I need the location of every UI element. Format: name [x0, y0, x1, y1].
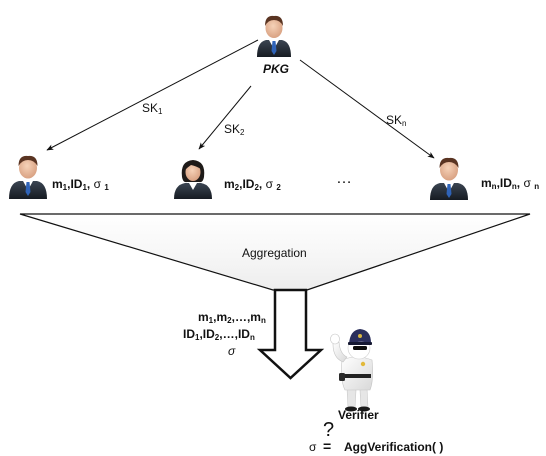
- key-label-2: SK2: [224, 122, 245, 137]
- aggregate-ids: ID1,ID2,…,IDn: [183, 327, 255, 342]
- key-label-n: SKn: [386, 113, 407, 128]
- users-ellipsis: …: [336, 170, 352, 187]
- verification-question-mark: ?: [323, 419, 335, 441]
- verification-equals: =: [323, 438, 332, 454]
- verifier-label: Verifier: [338, 408, 379, 422]
- verifier-police-icon: [330, 329, 373, 412]
- verification-sigma: σ: [309, 440, 317, 454]
- pkg-label: PKG: [263, 62, 290, 76]
- aggregate-down-arrow: [256, 288, 325, 380]
- arrow-to-user-n: [299, 59, 435, 159]
- user-2-icon: [174, 160, 212, 199]
- arrow-to-user-2: [198, 85, 252, 150]
- aggregation-label: Aggregation: [242, 246, 307, 260]
- aggregate-messages: m1,m2,…,mn: [198, 310, 266, 325]
- pkg-user-icon: [257, 15, 291, 57]
- key-label-1: SK1: [142, 101, 163, 116]
- verification-function: AggVerification( ): [344, 440, 444, 454]
- arrow-to-user-1: [46, 39, 259, 151]
- user-n-data: mn,IDn, σ n: [481, 176, 540, 191]
- user-1-data: m1,ID1, σ 1: [52, 177, 109, 192]
- user-n-icon: [430, 157, 468, 200]
- aggregate-sigma: σ: [228, 344, 236, 358]
- user-2-data: m2,ID2, σ 2: [224, 177, 281, 192]
- user-1-icon: [9, 155, 47, 199]
